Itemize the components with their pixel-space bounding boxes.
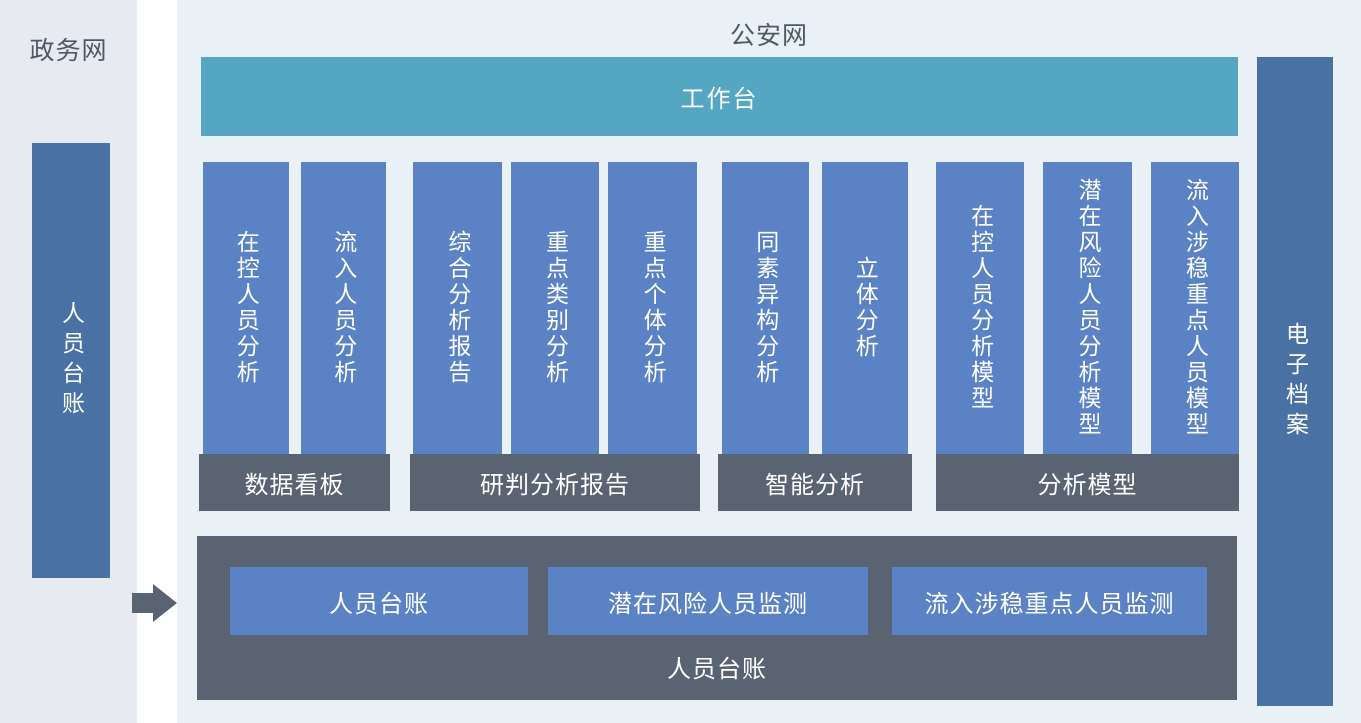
module-potential-risk-personnel-model: 潜在风险人员分析模型 <box>1043 162 1132 454</box>
flow-arrow-icon <box>132 584 177 622</box>
workbench-label: 工作台 <box>680 86 759 113</box>
inflow-key-personnel-monitoring-item: 流入涉稳重点人员监测 <box>892 567 1207 635</box>
personnel-ledger-box: 人员台账 潜在风险人员监测 流入涉稳重点人员监测 人员台账 <box>197 536 1237 700</box>
group-footer-intelligent-analysis: 智能分析 <box>718 454 912 511</box>
gov-network-title: 政务网 <box>29 37 108 65</box>
group-intelligent-analysis: 同素异构分析 立体分析 智能分析 <box>718 162 912 511</box>
personnel-ledger-source-bar: 人员台账 <box>32 143 110 578</box>
module-incontrol-personnel-analysis: 在控人员分析 <box>203 162 289 454</box>
module-comprehensive-analysis-report: 综合分析报告 <box>413 162 502 454</box>
personnel-ledger-box-label: 人员台账 <box>667 656 767 683</box>
group-data-dashboard: 在控人员分析 流入人员分析 数据看板 <box>199 162 390 511</box>
module-isomer-analysis: 同素异构分析 <box>722 162 809 454</box>
module-inflow-key-personnel-model: 流入涉稳重点人员模型 <box>1150 162 1239 454</box>
electronic-archive-bar: 电子档案 <box>1257 57 1333 706</box>
personnel-ledger-item: 人员台账 <box>230 567 528 635</box>
group-analysis-reports: 综合分析报告 重点类别分析 重点个体分析 研判分析报告 <box>410 162 700 511</box>
police-network-title: 公安网 <box>729 22 808 50</box>
module-stereoscopic-analysis: 立体分析 <box>821 162 908 454</box>
module-key-individual-analysis: 重点个体分析 <box>608 162 698 454</box>
potential-risk-monitoring-item: 潜在风险人员监测 <box>548 567 868 635</box>
module-groups: 在控人员分析 流入人员分析 数据看板 综合分析报告 重点类别分析 重点个体分析 <box>199 162 1240 511</box>
group-footer-analysis-reports: 研判分析报告 <box>410 454 700 511</box>
module-inflow-personnel-analysis: 流入人员分析 <box>300 162 386 454</box>
workbench-bar: 工作台 <box>201 57 1238 136</box>
group-analysis-models: 在控人员分析模型 潜在风险人员分析模型 流入涉稳重点人员模型 分析模型 <box>936 162 1239 511</box>
personnel-ledger-source-label: 人员台账 <box>58 300 85 421</box>
module-incontrol-personnel-model: 在控人员分析模型 <box>936 162 1025 454</box>
gov-network-panel: 政务网 人员台账 <box>0 0 137 723</box>
module-key-category-analysis: 重点类别分析 <box>510 162 600 454</box>
police-network-panel: 公安网 工作台 在控人员分析 流入人员分析 数据看板 综合分析报告 重点类别 <box>177 0 1361 723</box>
group-footer-analysis-models: 分析模型 <box>936 454 1239 511</box>
electronic-archive-label: 电子档案 <box>1282 321 1309 442</box>
group-footer-data-dashboard: 数据看板 <box>199 454 390 511</box>
